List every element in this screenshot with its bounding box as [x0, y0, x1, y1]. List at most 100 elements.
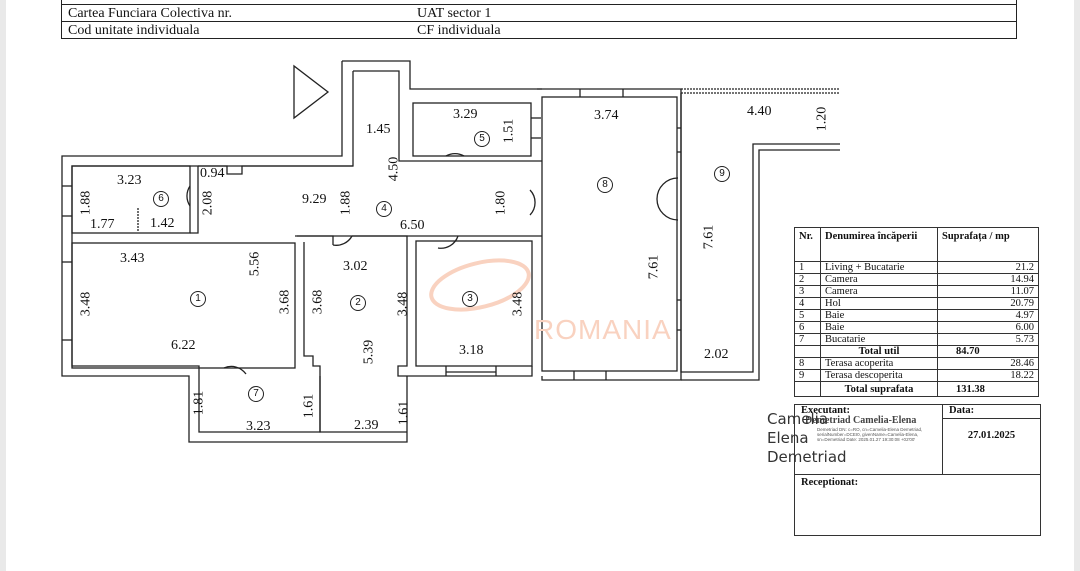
dim-label: 3.48	[395, 291, 411, 317]
cell-name: Baie	[820, 309, 938, 322]
right-scrollbar[interactable]	[1074, 0, 1080, 571]
room-number-8: 8	[597, 177, 613, 193]
dim-label: 5.56	[247, 251, 263, 277]
dim-label: 1.81	[191, 390, 207, 416]
dim-label: 3.02	[343, 259, 368, 274]
entrance-arrow-icon	[293, 64, 330, 120]
areas-table-header: Nr. Denumirea încăperii Suprafața / mp	[794, 227, 1039, 262]
header-table: Cartea Funciara Colectiva nr. UAT sector…	[61, 0, 1017, 39]
total-suprafata-label: Total suprafata	[820, 381, 938, 397]
watermark-text: ROMANIA	[534, 314, 672, 345]
header-row: Cartea Funciara Colectiva nr. UAT sector…	[61, 4, 1017, 22]
cell-nr: 8	[794, 357, 821, 370]
dim-label: 3.48	[510, 291, 526, 317]
room-number-1: 1	[190, 291, 206, 307]
dim-label: 1.61	[396, 400, 412, 426]
dim-label: 3.68	[277, 289, 293, 315]
cell-area: 11.07	[937, 285, 1039, 298]
dim-label: 1.77	[90, 217, 115, 232]
cell-area: 21.2	[937, 261, 1039, 274]
col-header-name: Denumirea încăperii	[820, 227, 938, 262]
room-number-2: 2	[350, 295, 366, 311]
cell-nr: 6	[794, 321, 821, 334]
signature-name-line: Elena	[767, 429, 809, 447]
dim-label: 3.74	[594, 108, 619, 123]
room-number-3: 3	[462, 291, 478, 307]
total-util-label: Total util	[820, 345, 938, 358]
header-cod-unitate: Cod unitate individuala	[61, 21, 411, 39]
cell-name: Terasa acoperita	[820, 357, 938, 370]
signature-name-line: Demetriad	[767, 448, 847, 466]
dim-label: 1.80	[493, 190, 509, 216]
cell-name: Camera	[820, 285, 938, 298]
dim-label: 9.29	[302, 192, 327, 207]
dim-label: 3.43	[120, 251, 145, 266]
date-cell: Data: 27.01.2025	[943, 405, 1040, 474]
dim-label: 6.22	[171, 338, 196, 353]
dim-label: 1.88	[78, 190, 94, 216]
dim-label: 2.39	[354, 418, 379, 433]
cell-area: 14.94	[937, 273, 1039, 286]
cell-nr: 7	[794, 333, 821, 346]
cell-nr: 2	[794, 273, 821, 286]
cell-area: 20.79	[937, 297, 1039, 310]
dim-label: 1.20	[814, 106, 830, 132]
dim-label: 3.23	[117, 173, 142, 188]
room-number-4: 4	[376, 201, 392, 217]
total-suprafata-value: 131.38	[937, 381, 1039, 397]
digital-signature-name[interactable]: Camelia Elena Demetriad	[767, 410, 847, 467]
receptionat-label: Receptionat:	[795, 474, 1040, 535]
signer-overlay: Demetriad Camelia-Elena	[805, 415, 917, 426]
cell-name: Camera	[820, 273, 938, 286]
room-number-6: 6	[153, 191, 169, 207]
signature-name-line: Camelia	[767, 410, 829, 428]
cell-name: Living + Bucatarie	[820, 261, 938, 274]
date-label: Data:	[943, 405, 1040, 419]
dim-label: 0.94	[200, 166, 225, 181]
executant-label: Executant:	[801, 405, 850, 416]
col-header-nr: Nr.	[794, 227, 821, 262]
cell-nr: 9	[794, 369, 821, 382]
dim-label: 2.08	[200, 190, 216, 216]
dim-label: 2.02	[704, 347, 729, 362]
cell-area: 18.22	[937, 369, 1039, 382]
dim-label: 3.68	[310, 289, 326, 315]
areas-table: Nr. Denumirea încăperii Suprafața / mp 1…	[794, 227, 1039, 397]
room-number-9: 9	[714, 166, 730, 182]
cell-area: 5.73	[937, 333, 1039, 346]
dim-label: 3.48	[78, 291, 94, 317]
col-header-area: Suprafața / mp	[937, 227, 1039, 262]
dim-label: 7.61	[701, 224, 717, 250]
cell-nr: 1	[794, 261, 821, 274]
cell-name: Baie	[820, 321, 938, 334]
header-row: Cod unitate individuala CF individuala	[61, 21, 1017, 39]
dim-label: 5.39	[361, 339, 377, 365]
cell-area: 28.46	[937, 357, 1039, 370]
cell-name: Hol	[820, 297, 938, 310]
date-value: 27.01.2025	[967, 430, 1016, 441]
cell-nr: 3	[794, 285, 821, 298]
dim-label: 3.23	[246, 419, 271, 434]
left-gutter	[0, 0, 6, 571]
cell-name: Bucatarie	[820, 333, 938, 346]
dim-label: 3.29	[453, 107, 478, 122]
dim-label: 1.45	[366, 122, 391, 137]
dim-label: 1.51	[501, 118, 517, 144]
dim-label: 6.50	[400, 218, 425, 233]
dim-label: 1.61	[301, 393, 317, 419]
executant-cell: Executant: Demetriad Camelia-Elena Demet…	[795, 405, 943, 474]
dim-label: 4.40	[747, 104, 772, 119]
cell-area: 6.00	[937, 321, 1039, 334]
dim-label: 7.61	[646, 254, 662, 280]
